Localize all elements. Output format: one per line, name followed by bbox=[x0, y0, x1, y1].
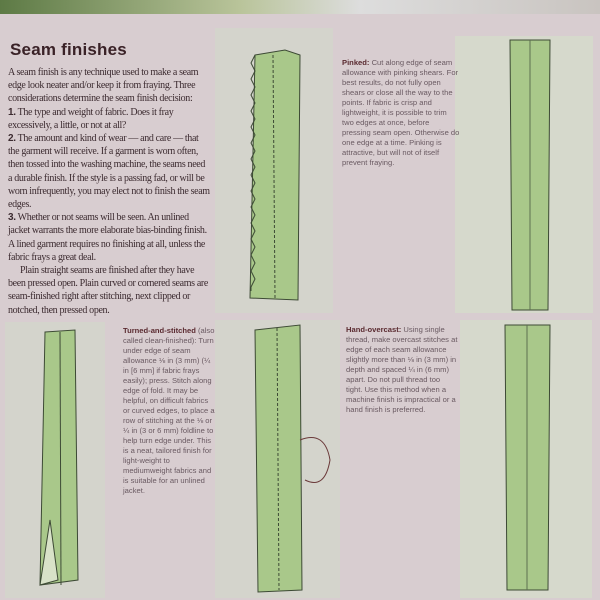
intro-paragraph: A seam finish is any technique used to m… bbox=[8, 67, 199, 105]
pinked-closeup-illustration bbox=[509, 39, 551, 311]
pinked-seam-illustration bbox=[249, 49, 301, 301]
turned-seam-illustration bbox=[39, 329, 79, 586]
intro-text: A seam finish is any technique used to m… bbox=[8, 66, 210, 317]
turned-caption: Turned-and-stitched (also called clean-f… bbox=[123, 326, 215, 495]
overcast-closeup-illustration bbox=[504, 324, 551, 591]
overcast-seam-illustration bbox=[254, 324, 331, 593]
consideration-3: 3. Whether or not seams will be seen. An… bbox=[8, 212, 207, 263]
pinked-caption: Pinked: Cut along edge of seam allowance… bbox=[342, 58, 460, 167]
photo-edge-strip bbox=[0, 0, 600, 14]
consideration-1: 1. The type and weight of fabric. Does i… bbox=[8, 106, 174, 131]
consideration-2: 2. The amount and kind of wear — and car… bbox=[8, 133, 210, 211]
page-title: Seam finishes bbox=[10, 40, 127, 59]
closing-paragraph: Plain straight seams are finished after … bbox=[8, 265, 208, 316]
overcast-caption: Hand-overcast: Using single thread, make… bbox=[346, 325, 458, 414]
